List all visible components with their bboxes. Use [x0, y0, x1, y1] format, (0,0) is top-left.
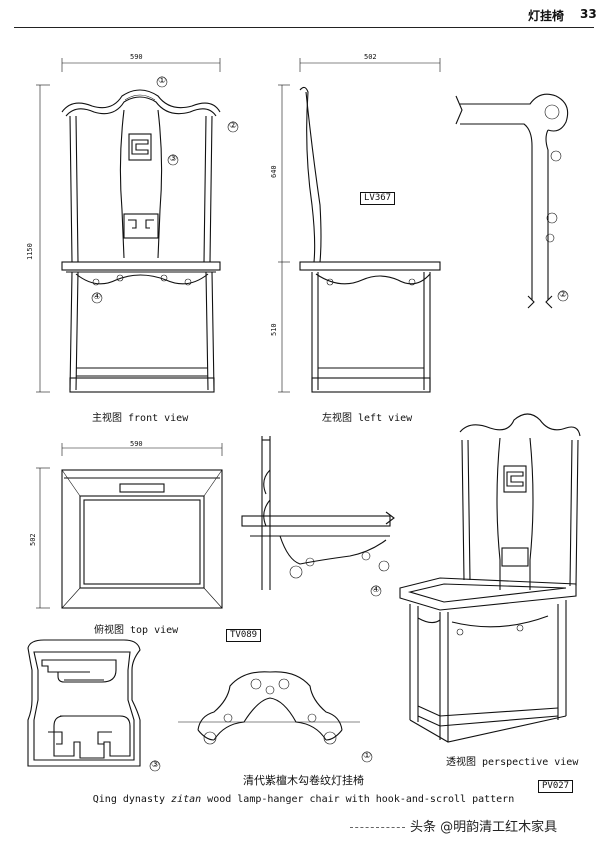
page-number: 33: [580, 7, 597, 21]
top-view-code: TV089: [226, 629, 262, 642]
header-rule: [14, 27, 594, 28]
title-english: Qing dynasty zitan wood lamp-hanger chai…: [0, 794, 607, 805]
callout-1-detail: ①: [363, 751, 372, 761]
title-chinese: 清代紫檀木勾卷纹灯挂椅: [243, 774, 364, 787]
callout-markers: [91, 76, 569, 772]
front-view-drawing: [36, 58, 221, 393]
title-english-suffix: wood lamp-hanger chair with hook-and-scr…: [201, 794, 515, 805]
header-title: 灯挂椅: [528, 9, 565, 23]
front-view-caption: 主视图 front view: [92, 413, 189, 424]
apron-detail-drawing: [241, 436, 395, 590]
callout-4: ④: [93, 292, 102, 302]
title-english-prefix: Qing dynasty: [92, 794, 172, 805]
callout-1: ①: [158, 76, 167, 86]
left-view-code: LV367: [360, 192, 396, 205]
front-width-dim: 590: [130, 53, 143, 61]
callout-4-detail: ④: [372, 585, 381, 595]
top-width-dim: 590: [130, 440, 143, 448]
left-view-drawing: [278, 58, 441, 393]
title-english-material: zitan: [171, 794, 202, 805]
callout-2: ②: [229, 121, 238, 131]
left-depth-dim: 502: [364, 53, 377, 61]
perspective-view-caption: 透视图 perspective view: [446, 757, 579, 768]
left-seat-dim: 510: [270, 323, 278, 336]
left-view-caption: 左视图 left view: [322, 413, 413, 424]
perspective-view-code: PV027: [538, 780, 574, 793]
top-view-drawing: [36, 443, 223, 609]
splat-detail-drawing: [27, 639, 141, 767]
perspective-drawing: [399, 413, 581, 743]
callout-3: ③: [169, 154, 178, 164]
watermark: 头条 @明韵清工红木家具: [410, 820, 558, 835]
post-detail-drawing: [455, 93, 569, 309]
callout-3-detail: ③: [151, 760, 160, 770]
callout-2-detail: ②: [559, 290, 568, 300]
left-upper-dim: 640: [270, 165, 278, 178]
front-height-dim: 1150: [26, 243, 34, 260]
top-view-caption: 俯视图 top view: [94, 625, 179, 636]
watermark-rule: [350, 827, 405, 828]
crest-detail-drawing: [178, 671, 360, 745]
top-depth-dim: 502: [29, 533, 37, 546]
